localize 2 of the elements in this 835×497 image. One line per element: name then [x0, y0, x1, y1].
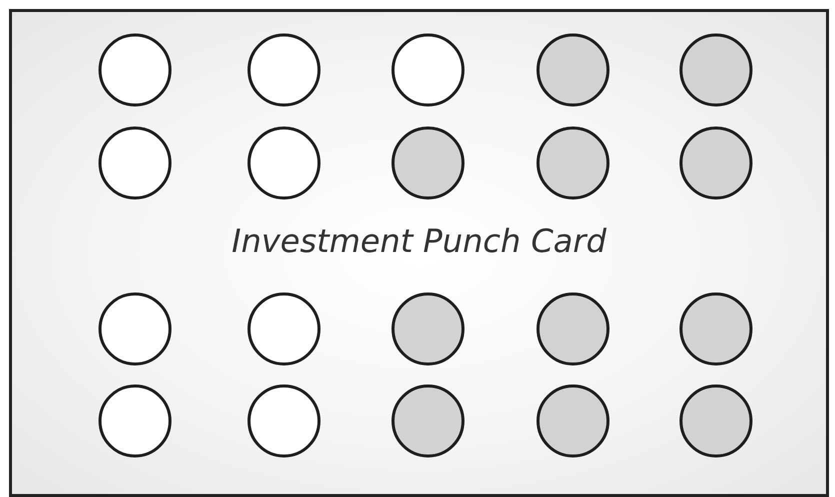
punch-card: [9, 9, 829, 497]
card-title: Investment Punch Card: [230, 222, 608, 260]
